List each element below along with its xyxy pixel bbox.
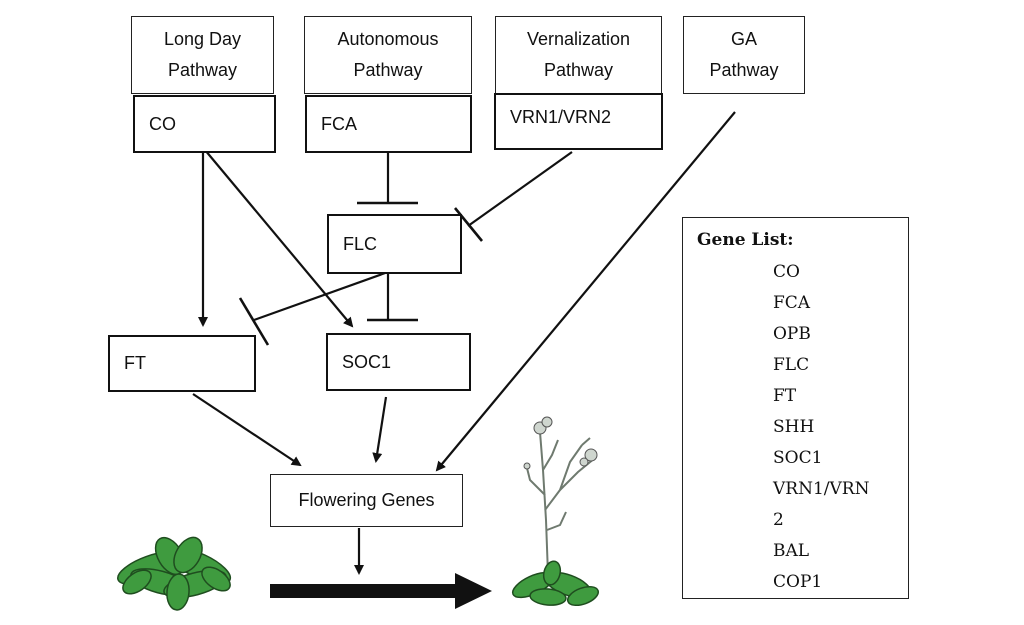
gene-list-panel: Gene List: CO FCA OPB FLC FT SHH SOC1 VR… <box>682 217 909 599</box>
vernalization-pathway-label-1: Vernalization <box>526 29 631 49</box>
long-day-pathway-label-2: Pathway <box>167 60 238 80</box>
inhibit-fca-flc <box>357 152 418 205</box>
arrow-soc1-to-flowering <box>372 396 388 463</box>
arrow-ft-to-flowering <box>192 393 302 467</box>
ga-pathway-box: GA Pathway <box>683 16 805 94</box>
rosette-plant-image <box>117 536 232 611</box>
arrow-ga-to-flowering <box>435 111 736 472</box>
gene-box-co: CO <box>133 95 276 153</box>
flowering-genes-box: Flowering Genes <box>270 474 463 527</box>
gene-label-flc: FLC <box>343 233 378 254</box>
gene-list-item: FCA <box>773 293 811 313</box>
gene-label-fca: FCA <box>321 113 357 134</box>
gene-list-item: SHH <box>773 417 815 437</box>
long-day-pathway-label-1: Long Day <box>163 29 242 49</box>
gene-list-item: COP1 <box>773 572 823 592</box>
gene-list-item: FT <box>773 386 797 406</box>
arrow-co-to-soc1 <box>204 149 354 328</box>
ga-pathway-label-1: GA <box>730 29 757 49</box>
gene-list-items: CO FCA OPB FLC FT SHH SOC1 VRN1/VRN 2 BA… <box>773 257 869 598</box>
gene-list-item: BAL <box>773 541 810 561</box>
gene-list-item: CO <box>773 262 800 282</box>
ga-pathway-label-2: Pathway <box>709 60 779 80</box>
inhibit-flc-ft <box>238 270 389 346</box>
gene-label-vrn: VRN1/VRN2 <box>510 107 612 127</box>
transition-arrow <box>270 573 492 609</box>
gene-list-item: VRN1/VRN <box>773 479 870 499</box>
autonomous-pathway-label-1: Autonomous <box>337 29 439 49</box>
long-day-pathway-box: Long Day Pathway <box>131 16 274 94</box>
gene-box-flc: FLC <box>327 214 462 274</box>
vernalization-pathway-label-2: Pathway <box>543 60 614 80</box>
gene-label-co: CO <box>149 113 176 134</box>
gene-label-ft: FT <box>124 353 146 373</box>
gene-label-soc1: SOC1 <box>342 351 392 372</box>
gene-list-item: SOC1 <box>773 448 823 468</box>
gene-list-item: OPB <box>773 324 811 344</box>
gene-list-item: FLC <box>773 355 810 375</box>
inhibit-flc-soc1 <box>367 274 418 322</box>
gene-box-vrn: VRN1/VRN2 <box>494 93 663 150</box>
vernalization-pathway-box: Vernalization Pathway <box>495 16 662 94</box>
inhibit-vrn-flc <box>453 151 573 242</box>
gene-box-soc1: SOC1 <box>326 333 471 391</box>
gene-box-ft: FT <box>108 335 256 392</box>
flowering-genes-label: Flowering Genes <box>298 490 435 510</box>
autonomous-pathway-box: Autonomous Pathway <box>304 16 472 94</box>
autonomous-pathway-label-2: Pathway <box>353 60 423 80</box>
flowering-plant-image <box>511 416 600 607</box>
gene-box-fca: FCA <box>305 95 472 153</box>
gene-list-item: 2 <box>773 510 784 530</box>
gene-list-title: Gene List: <box>697 230 794 250</box>
